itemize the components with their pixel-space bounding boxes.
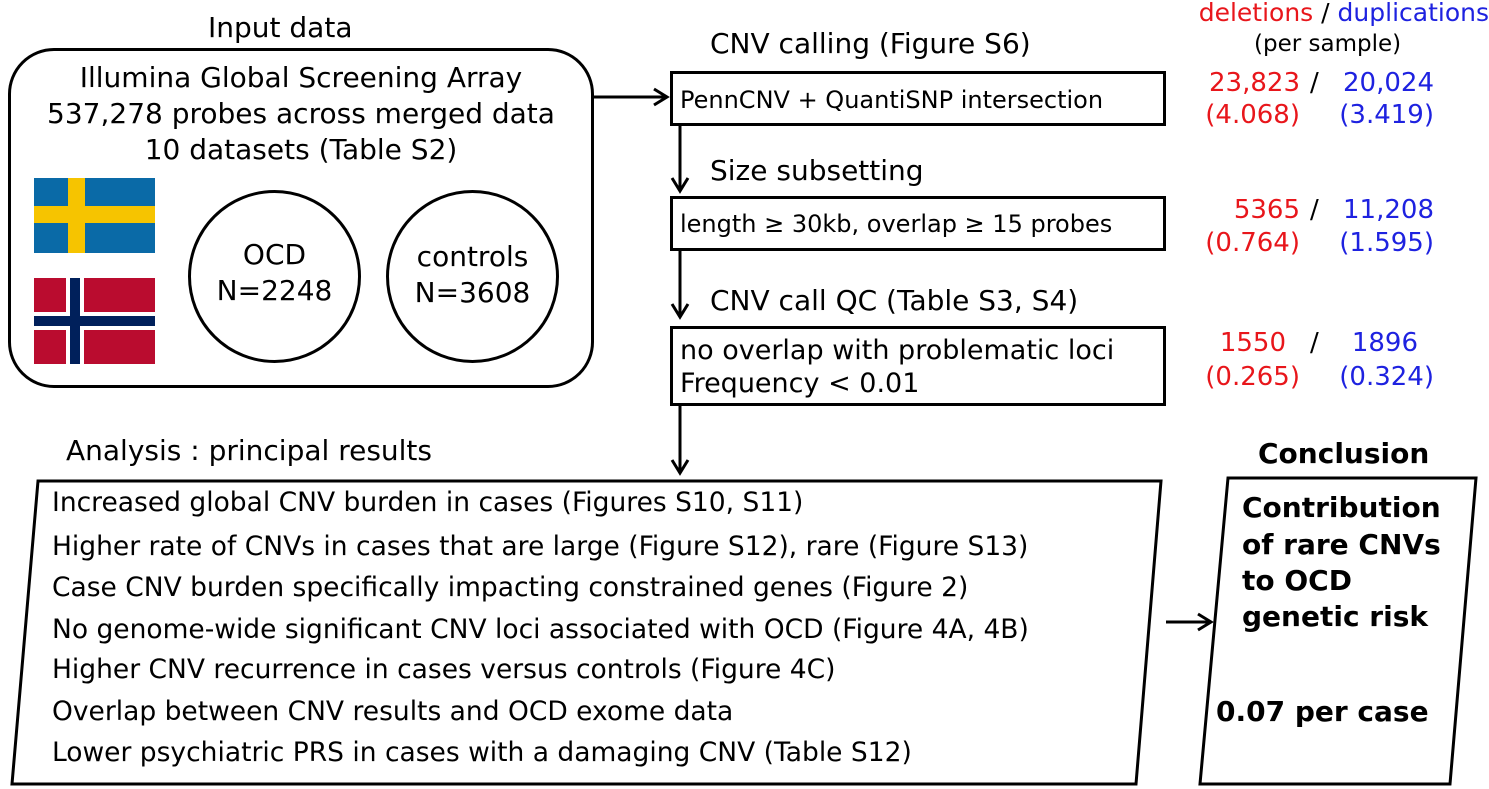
step-calling-slash: / — [1310, 68, 1319, 98]
step-qc-duplications: 1896 — [1351, 328, 1418, 358]
step-qc-text-line1: no overlap with problematic loci — [680, 335, 1115, 366]
step-calling-heading: CNV calling (Figure S6) — [710, 27, 1031, 60]
ocd-circle — [188, 190, 361, 363]
step-calling-del-rate: (4.068) — [1205, 100, 1300, 130]
step-qc-deletions: 1550 — [1219, 328, 1286, 358]
input-line-datasets: 10 datasets (Table S2) — [144, 133, 458, 166]
analysis-item: Increased global CNV burden in cases (Fi… — [52, 487, 804, 518]
conclusion-box — [1198, 476, 1478, 786]
legend-slash: / — [1321, 0, 1330, 27]
step-size-del-rate: (0.764) — [1205, 228, 1300, 258]
sweden-flag-icon — [34, 178, 155, 253]
step-calling-duplications: 20,024 — [1343, 68, 1434, 98]
step-qc-heading: CNV call QC (Table S3, S4) — [710, 284, 1079, 317]
input-line-probes: 537,278 probes across merged data — [47, 97, 555, 130]
input-panel — [8, 48, 594, 388]
analysis-item: No genome-wide significant CNV loci asso… — [52, 614, 1029, 645]
analysis-item: Higher rate of CNVs in cases that are la… — [52, 531, 1029, 562]
conclusion-rate: 0.07 per case — [1216, 695, 1429, 728]
step-qc-box — [670, 326, 1166, 406]
step-calling-deletions: 23,823 — [1209, 68, 1300, 98]
legend-header: deletions / duplications — [1160, 0, 1489, 25]
step-qc-del-rate: (0.265) — [1205, 362, 1300, 392]
analysis-item: Case CNV burden specifically impacting c… — [52, 572, 969, 603]
step-calling-box — [670, 71, 1166, 126]
step-size-dup-rate: (1.595) — [1339, 228, 1434, 258]
input-heading: Input data — [208, 11, 353, 44]
step-qc-slash: / — [1310, 328, 1319, 358]
legend-duplications: duplications — [1337, 0, 1489, 27]
conclusion-line: Contribution — [1242, 491, 1441, 524]
controls-circle — [386, 190, 559, 363]
step-size-deletions: 5365 — [1233, 195, 1300, 225]
analysis-heading: Analysis : principal results — [66, 434, 432, 467]
conclusion-heading: Conclusion — [1258, 437, 1430, 470]
step-size-heading: Size subsetting — [710, 154, 924, 187]
norway-flag-icon — [34, 278, 155, 364]
analysis-box — [10, 479, 1163, 786]
controls-count: N=3608 — [414, 276, 531, 309]
step-calling-text: PennCNV + QuantiSNP intersection — [680, 86, 1104, 114]
step-qc-dup-rate: (0.324) — [1339, 362, 1434, 392]
legend-per-sample: (per sample) — [1254, 31, 1402, 57]
step-qc-text-line2: Frequency < 0.01 — [680, 368, 920, 399]
step-size-duplications: 11,208 — [1343, 195, 1434, 225]
conclusion-line: genetic risk — [1242, 600, 1428, 633]
analysis-item: Overlap between CNV results and OCD exom… — [52, 696, 734, 727]
step-size-box — [670, 196, 1166, 251]
step-size-text: length ≥ 30kb, overlap ≥ 15 probes — [680, 210, 1113, 238]
input-line-array: Illumina Global Screening Array — [79, 61, 523, 94]
conclusion-line: of rare CNVs — [1242, 528, 1441, 561]
ocd-count: N=2248 — [216, 274, 333, 307]
analysis-item: Lower psychiatric PRS in cases with a da… — [52, 737, 912, 768]
step-calling-dup-rate: (3.419) — [1339, 100, 1434, 130]
conclusion-line: to OCD — [1242, 564, 1352, 597]
legend-deletions: deletions — [1198, 0, 1314, 27]
step-size-slash: / — [1310, 195, 1319, 225]
controls-label: controls — [416, 240, 529, 273]
ocd-label: OCD — [242, 238, 307, 271]
analysis-item: Higher CNV recurrence in cases versus co… — [52, 654, 836, 685]
